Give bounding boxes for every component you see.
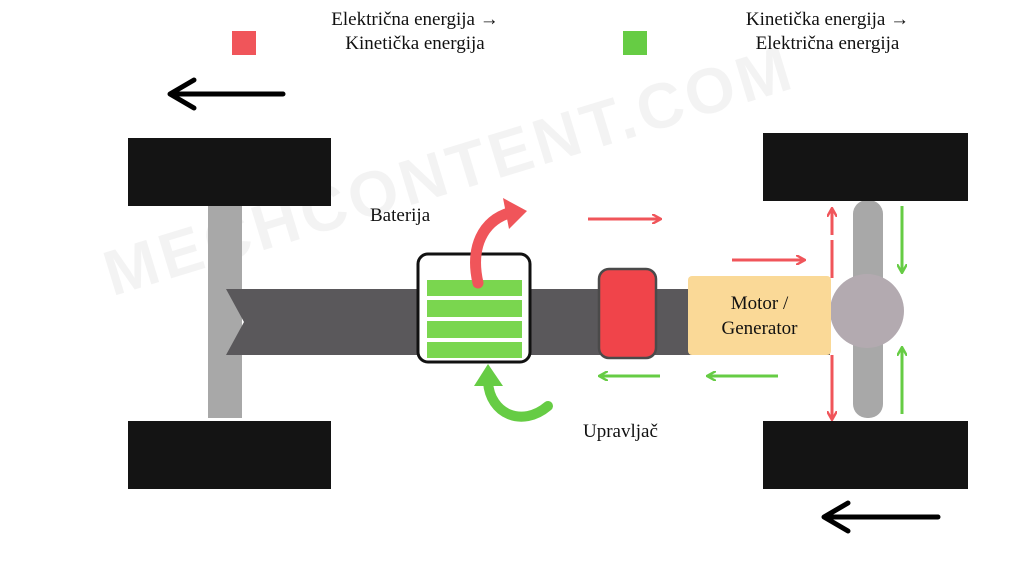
battery-label: Baterija <box>370 205 431 226</box>
legend-green-line2: Električna energija <box>755 33 900 54</box>
motion-arrow-rear <box>167 77 286 111</box>
wheel-front-left <box>763 133 968 201</box>
battery <box>416 252 532 364</box>
controller-label: Upravljač <box>583 421 658 442</box>
legend-entry-green: Kinetička energija → Električna energija <box>715 8 940 56</box>
legend-green-line1: Kinetička energija → <box>745 9 910 30</box>
legend-red-line1: Električna energija → <box>331 9 499 30</box>
wheel-front-right <box>763 421 968 489</box>
differential <box>830 274 904 348</box>
curved-green-arrow <box>474 364 553 422</box>
battery-cell <box>427 280 522 296</box>
generator-label: Generator <box>721 317 798 339</box>
wheel-rear-left <box>128 138 331 206</box>
motion-arrow-front <box>821 500 941 534</box>
legend-swatch-green <box>623 31 647 55</box>
battery-cell <box>427 342 522 358</box>
wheel-rear-right <box>128 421 331 489</box>
battery-cell <box>427 321 522 338</box>
motor-label: Motor / <box>730 292 789 314</box>
controller <box>597 267 658 360</box>
rear-axle <box>208 200 242 418</box>
legend-entry-red: Električna energija → Kinetička energija <box>300 8 530 56</box>
legend-swatch-red <box>232 31 256 55</box>
legend-red-line2: Kinetička energija <box>345 33 485 54</box>
battery-cell <box>427 300 522 317</box>
curved-red-arrow <box>470 198 527 289</box>
motor-generator-box: Motor / Generator <box>688 276 831 355</box>
